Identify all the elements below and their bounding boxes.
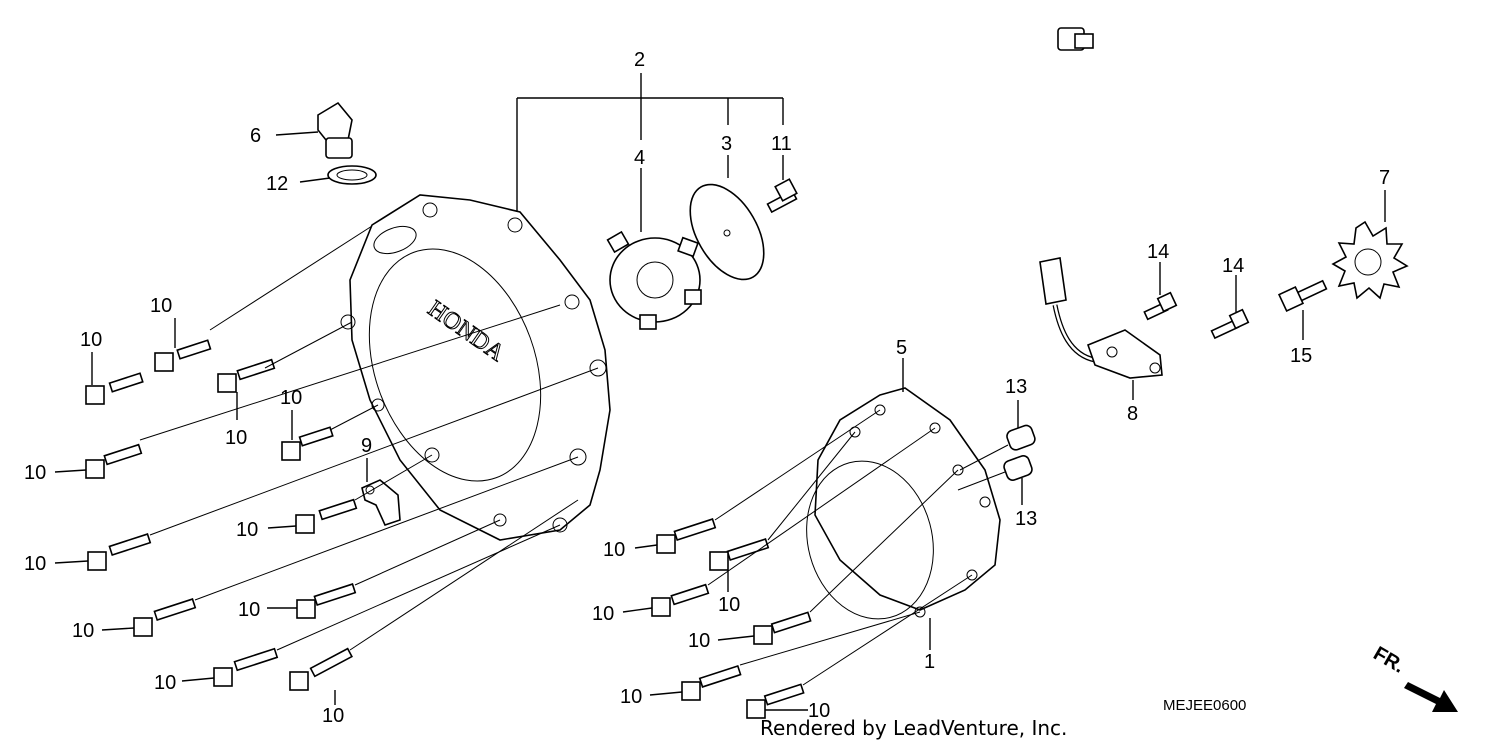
callout-3: 3	[721, 133, 732, 155]
bolts-right-group[interactable]	[651, 518, 812, 719]
cover-plate[interactable]	[675, 172, 779, 292]
callout-14-right: 14	[1222, 255, 1244, 277]
callout-10: 10	[150, 295, 172, 317]
bolt-14-left[interactable]	[1143, 291, 1178, 321]
callout-9: 9	[361, 435, 372, 457]
callout-7: 7	[1379, 167, 1390, 189]
callout-10: 10	[72, 620, 94, 642]
callout-10: 10	[80, 329, 102, 351]
callout-5: 5	[896, 337, 907, 359]
callout-10: 10	[280, 387, 302, 409]
bolt-14-right[interactable]	[1210, 308, 1250, 340]
arrow-icon	[1404, 682, 1458, 712]
callout-10: 10	[322, 705, 344, 727]
bolt-15[interactable]	[1277, 279, 1328, 313]
callout-10: 10	[24, 553, 46, 575]
callout-12: 12	[266, 173, 288, 195]
crankcase-cover-left[interactable]: HONDA	[339, 194, 611, 541]
bolt-11[interactable]	[766, 178, 798, 214]
footer-credit: Rendered by LeadVenture, Inc.	[760, 716, 1068, 740]
callout-6: 6	[250, 125, 261, 147]
pulse-generator[interactable]	[950, 27, 1163, 379]
leader-lines	[54, 73, 1386, 711]
bolts-left-group[interactable]	[85, 339, 358, 691]
callout-11: 11	[771, 133, 792, 155]
o-ring[interactable]	[327, 165, 377, 185]
pulser-rotor[interactable]	[606, 230, 702, 330]
front-direction-indicator: FR.	[1369, 643, 1458, 712]
callout-10: 10	[620, 686, 642, 708]
callout-1: 1	[924, 651, 935, 673]
callout-10: 10	[236, 519, 258, 541]
callout-10: 10	[592, 603, 614, 625]
wire-clamp[interactable]	[361, 479, 401, 526]
callout-13-lower: 13	[1015, 508, 1037, 530]
callout-10: 10	[688, 630, 710, 652]
dowel-pin-upper[interactable]	[1005, 424, 1036, 452]
callout-10: 10	[238, 599, 260, 621]
diagram-code: MEJEE0600	[1163, 697, 1247, 714]
callout-14-left: 14	[1147, 241, 1169, 263]
callout-10: 10	[718, 594, 740, 616]
callout-15: 15	[1290, 345, 1312, 367]
callout-10: 10	[808, 700, 830, 722]
callout-10: 10	[603, 539, 625, 561]
dowel-pin-lower[interactable]	[1002, 454, 1033, 482]
callout-13-upper: 13	[1005, 376, 1027, 398]
callout-10: 10	[225, 427, 247, 449]
oil-filler-cap[interactable]	[317, 101, 353, 159]
callout-10: 10	[24, 462, 46, 484]
callout-labels: 2 4 3 11 6 12 9 5 1 13 13 8 14 14 15 7 1…	[24, 49, 1390, 727]
callout-10: 10	[154, 672, 176, 694]
pulse-ring[interactable]	[1331, 220, 1409, 300]
callout-8: 8	[1127, 403, 1138, 425]
direction-label: FR.	[1369, 643, 1408, 678]
callout-4: 4	[634, 147, 645, 169]
generator-cover[interactable]	[789, 387, 1001, 633]
callout-2: 2	[634, 49, 645, 71]
